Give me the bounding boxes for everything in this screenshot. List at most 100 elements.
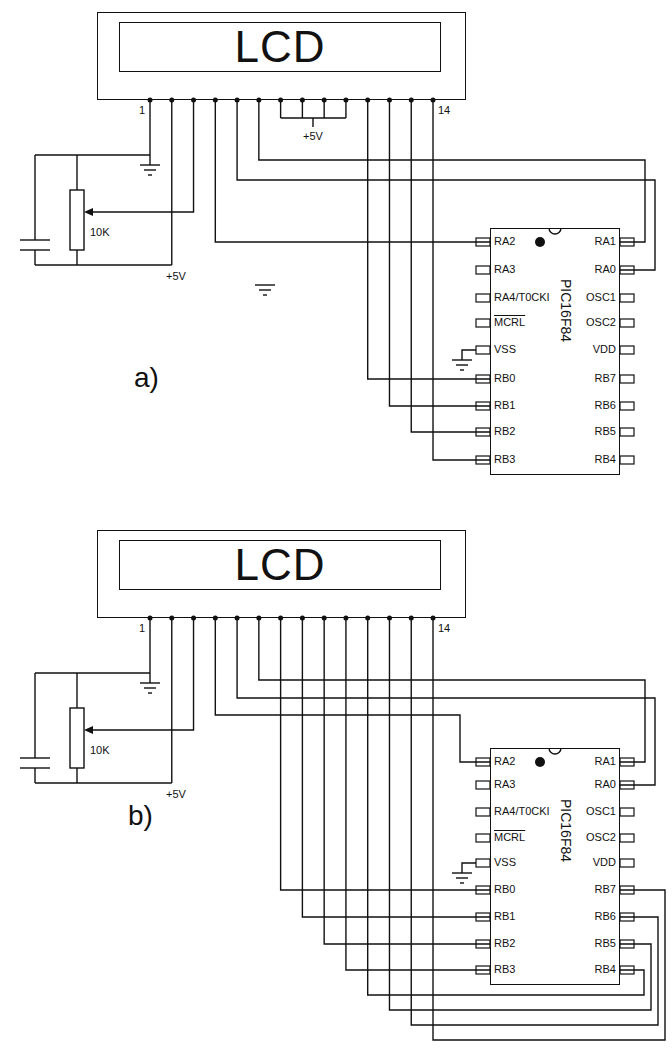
wire xyxy=(345,100,346,118)
figure-label: a) xyxy=(134,362,159,394)
pin-name: RB2 xyxy=(494,425,515,438)
ground-symbol xyxy=(140,682,160,683)
ground-symbol xyxy=(148,174,152,175)
pin-stub xyxy=(476,859,490,867)
wiper-arrow xyxy=(84,726,93,734)
pin-name: RB0 xyxy=(494,883,515,896)
pin-name: MCRL xyxy=(494,831,525,844)
wire xyxy=(34,250,35,265)
ground-symbol xyxy=(148,692,152,693)
ground-wire xyxy=(462,350,476,360)
pin-name: RA2 xyxy=(494,755,515,768)
pin-name: RA3 xyxy=(494,778,515,791)
wire xyxy=(312,118,313,127)
wiper-arrow xyxy=(84,208,93,216)
pin-name: RA1 xyxy=(595,755,616,768)
wire xyxy=(323,100,324,118)
pin-number: 1 xyxy=(139,104,145,117)
pin-name: RB7 xyxy=(595,372,616,385)
pin-name: RA2 xyxy=(494,235,515,248)
pin-name: RA0 xyxy=(595,778,616,791)
ground-wire xyxy=(462,863,476,873)
pin-stub xyxy=(476,346,490,354)
pin-name: RA3 xyxy=(494,263,515,276)
connection-wire xyxy=(433,618,665,1040)
ground-symbol xyxy=(140,164,160,165)
connection-wire xyxy=(259,100,645,242)
pin1-marker xyxy=(535,237,545,247)
wire xyxy=(76,155,77,190)
ground-symbol xyxy=(452,359,472,360)
pin-name: RB0 xyxy=(494,372,515,385)
connection-wire xyxy=(411,618,658,1025)
chip-name: PIC16F84 xyxy=(559,279,573,342)
pin-number: 14 xyxy=(438,622,450,635)
pin-stub xyxy=(620,402,634,410)
pin-stub xyxy=(620,294,634,302)
figure-label: b) xyxy=(128,800,153,832)
pin-name: RB1 xyxy=(494,399,515,412)
pin-name: VSS xyxy=(494,343,516,356)
pin-name: OSC2 xyxy=(586,316,616,329)
pin-name: VDD xyxy=(593,856,616,869)
connection-wire xyxy=(281,618,490,890)
pin-stub xyxy=(620,834,634,842)
potentiometer-symbol xyxy=(70,190,84,250)
wire xyxy=(90,100,194,212)
connection-wire xyxy=(389,618,651,1010)
connection-wire xyxy=(237,618,655,785)
connection-wire xyxy=(368,100,490,379)
lcd-screen: LCD xyxy=(119,22,441,72)
wire xyxy=(76,768,77,783)
pin-stub xyxy=(476,781,490,789)
connection-wire xyxy=(259,618,645,762)
pin-number: 14 xyxy=(438,104,450,117)
pin-name: OSC2 xyxy=(586,831,616,844)
pin-name: RB3 xyxy=(494,963,515,976)
pin-name: RB4 xyxy=(595,963,616,976)
ground-symbol xyxy=(263,294,267,295)
wire xyxy=(76,673,77,708)
connection-wire xyxy=(302,618,490,917)
ground-symbol xyxy=(456,877,468,878)
lcd-module: LCD xyxy=(97,530,466,618)
pin-stub xyxy=(620,346,634,354)
connection-wire xyxy=(237,100,655,270)
pin-stub xyxy=(620,428,634,436)
ground-symbol xyxy=(259,289,271,290)
wire xyxy=(35,154,150,155)
pin-stub xyxy=(476,294,490,302)
chip-name: PIC16F84 xyxy=(559,799,573,862)
pin-name: RB7 xyxy=(595,883,616,896)
wire xyxy=(34,768,35,783)
ground-symbol xyxy=(460,369,464,370)
wire xyxy=(302,100,303,118)
component-value: 10K xyxy=(90,226,110,239)
pin-name: RA0 xyxy=(595,263,616,276)
pin-stub xyxy=(476,808,490,816)
pin-name: RB6 xyxy=(595,910,616,923)
pin-name: RB4 xyxy=(595,453,616,466)
supply-label: +5V xyxy=(166,270,186,283)
connection-wire xyxy=(411,100,490,432)
capacitor-symbol xyxy=(20,239,50,240)
pin-stub xyxy=(620,319,634,327)
component-value: 10K xyxy=(90,744,110,757)
pin-name: RA1 xyxy=(595,235,616,248)
connection-wire xyxy=(215,618,490,762)
ground-symbol xyxy=(452,872,472,873)
wire xyxy=(171,100,172,265)
potentiometer-symbol xyxy=(70,708,84,768)
pin-stub xyxy=(476,266,490,274)
pin-stub xyxy=(620,375,634,383)
pin1-marker xyxy=(535,757,545,767)
connection-wire xyxy=(215,100,490,242)
pin-name: OSC1 xyxy=(586,805,616,818)
wire xyxy=(35,782,172,783)
wire xyxy=(280,100,281,118)
connection-wire xyxy=(389,100,490,406)
pin-name: RB6 xyxy=(595,399,616,412)
